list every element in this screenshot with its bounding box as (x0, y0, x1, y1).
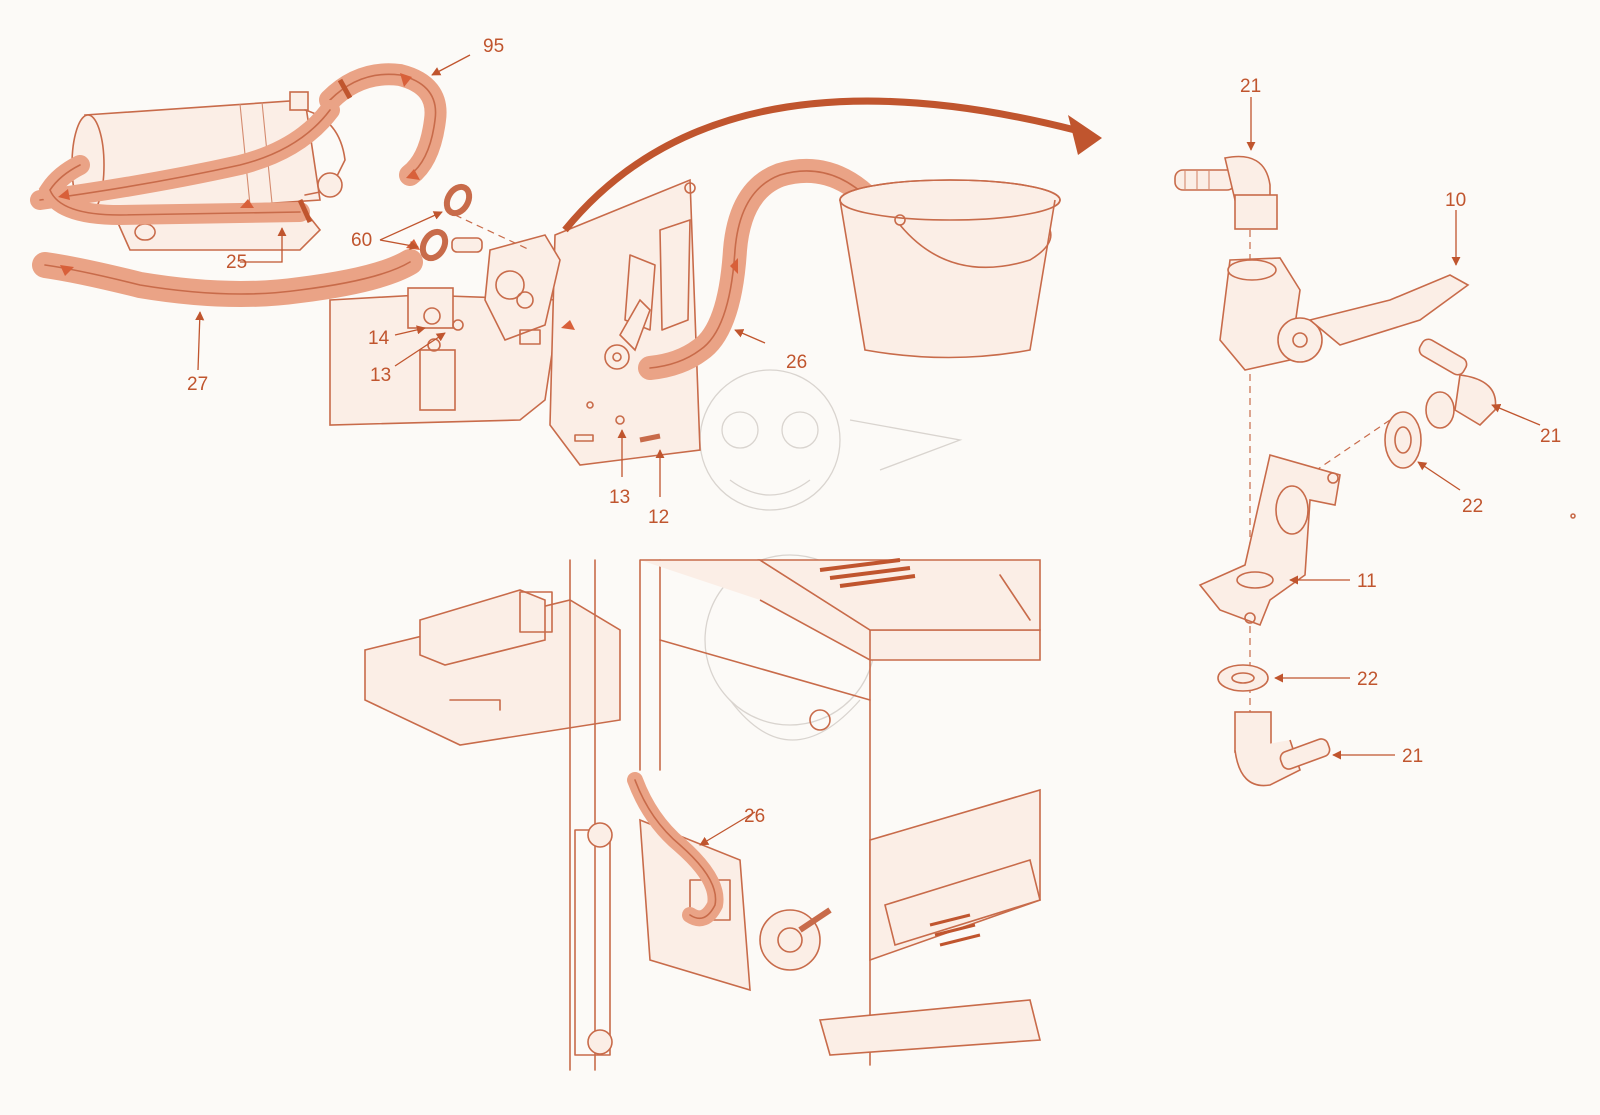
callout-13-lower: 13 (609, 487, 630, 508)
hose-25 (38, 155, 313, 226)
callout-26-bottom: 26 (744, 806, 765, 827)
exploded-valve-parts (1174, 155, 1576, 787)
elbow-fitting-bottom (1234, 711, 1331, 787)
machine-body (364, 558, 1042, 1071)
callout-60: 60 (351, 230, 372, 251)
callout-10: 10 (1445, 190, 1466, 211)
callout-13-upper: 13 (370, 365, 391, 386)
callout-22-right: 22 (1462, 496, 1483, 517)
o-rings-60 (419, 183, 473, 262)
assembly-axis-top (454, 214, 531, 251)
washer-22-right (1384, 411, 1422, 469)
bracket-11 (1198, 453, 1341, 627)
callout-labels: 95 60 25 27 14 13 13 12 26 26 21 10 21 2… (187, 36, 1561, 827)
callout-22-bottom: 22 (1357, 669, 1378, 690)
callout-21-bottom: 21 (1402, 746, 1423, 767)
callout-95: 95 (483, 36, 504, 57)
callout-14: 14 (368, 328, 390, 349)
callout-11: 11 (1357, 571, 1377, 592)
hose-27 (32, 249, 423, 307)
callout-27: 27 (187, 374, 208, 395)
transition-arrowhead (1068, 115, 1102, 155)
leader-lines (195, 54, 1541, 846)
elbow-fitting-top (1174, 155, 1278, 230)
callout-21-top: 21 (1240, 76, 1261, 97)
watermark-ghost (699, 369, 963, 741)
flow-arrows-top (58, 73, 420, 276)
callout-21-right: 21 (1540, 426, 1561, 447)
bucket (839, 179, 1061, 359)
hose-95 (30, 63, 447, 210)
callout-12: 12 (648, 507, 669, 528)
elbow-fitting-right (1418, 338, 1497, 429)
transition-arrow (562, 97, 1076, 233)
ball-valve-10 (1219, 257, 1470, 371)
washer-22-bottom (1217, 664, 1269, 692)
drain-hose-26-bottom (627, 772, 724, 927)
drain-hose-26-top (561, 158, 882, 380)
valve-plate-assembly (329, 178, 701, 466)
callout-25: 25 (226, 252, 247, 273)
callout-26-top: 26 (786, 352, 807, 373)
